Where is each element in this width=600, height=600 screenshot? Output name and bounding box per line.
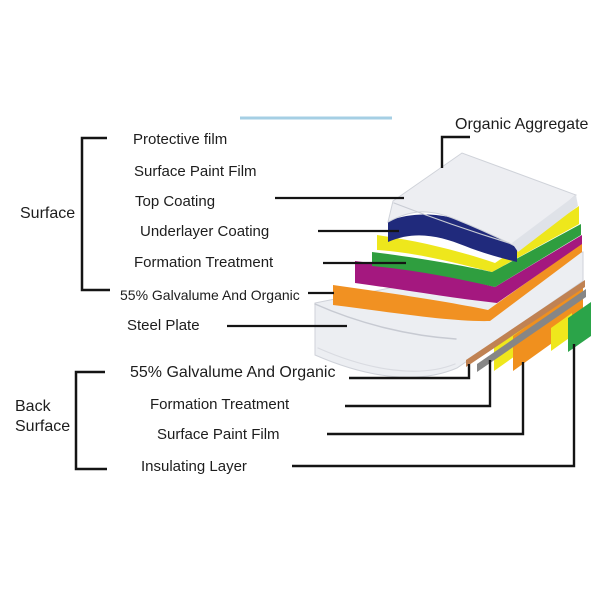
label-underlayer-coating: Underlayer Coating: [140, 223, 270, 240]
label-protective-film: Protective film: [133, 131, 228, 148]
paint-navy-band: [388, 214, 517, 262]
protective-film-crease: [393, 202, 510, 244]
label-insulating-layer: Insulating Layer: [141, 458, 247, 475]
surface-bracket: [80, 136, 110, 292]
steel-plate-crease: [314, 303, 457, 340]
label-galvalume-back: 55% Galvalume And Organic: [130, 364, 336, 381]
label-surface-group: Surface: [20, 205, 76, 222]
insulating-green-block: [568, 302, 591, 352]
label-surface-paint-film: Surface Paint Film: [134, 163, 257, 180]
leader-line-insulating: [292, 344, 576, 468]
yellow-sliver-block: [551, 313, 572, 351]
label-formation-treatment: Formation Treatment: [134, 254, 274, 271]
label-back-surface-group: Back Surface: [15, 398, 71, 435]
label-top-coating: Top Coating: [135, 193, 216, 210]
formation-magenta-band: [355, 235, 582, 303]
protective-film-right-face: [512, 195, 578, 252]
label-formation-treatment-back: Formation Treatment: [150, 396, 290, 413]
label-surface-paint-film-back: Surface Paint Film: [157, 426, 280, 443]
galvalume-orange-band: [333, 243, 582, 322]
back-surface-bracket: [74, 370, 107, 471]
leader-line-paint-back: [327, 362, 525, 436]
topcoat-yellow-band: [377, 206, 579, 272]
back-galvalume-copper-strip: [466, 280, 585, 367]
leader-line-formation-back: [345, 360, 492, 408]
back-formation-gray-strip: [477, 289, 586, 372]
leader-line-galvalume-back: [349, 364, 471, 380]
label-steel-plate: Steel Plate: [127, 317, 200, 334]
organic-aggregate-line: [440, 135, 470, 168]
steel-plate-lower-shade: [317, 347, 456, 372]
label-organic-aggregate: Organic Aggregate: [455, 116, 589, 133]
label-galvalume-front: 55% Galvalume And Organic: [120, 287, 300, 303]
underlayer-green-band: [372, 224, 581, 287]
